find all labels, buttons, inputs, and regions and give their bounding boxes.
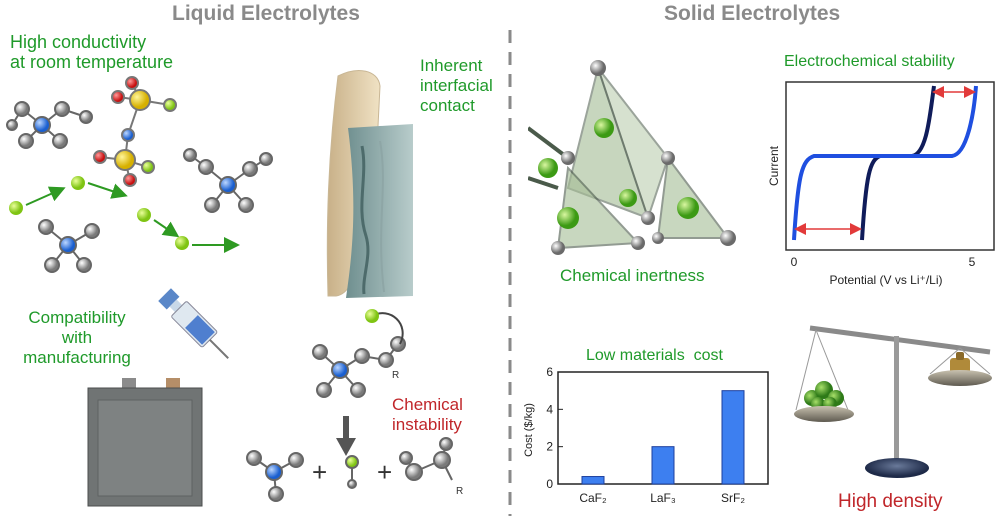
interface-illustration	[326, 70, 413, 298]
weight-icon	[950, 352, 970, 374]
stability-plot-frame	[785, 81, 995, 251]
instability-line-2: instability	[392, 415, 462, 434]
high-density-label: High density	[838, 491, 943, 512]
interfacial-line-1: Inherent	[420, 56, 483, 75]
section-divider	[508, 30, 512, 516]
anion-molecule	[93, 76, 177, 187]
cost-bar	[721, 390, 745, 485]
syringe-icon	[158, 288, 229, 359]
compat-line-3: manufacturing	[23, 348, 131, 367]
cost-category-label: SrF₂	[721, 491, 745, 505]
plus-sign-1: +	[312, 457, 328, 487]
cation-molecule-2	[183, 148, 273, 213]
liquid-molecules-illustration	[6, 76, 273, 273]
chemical-instability-label: Chemical instability	[392, 395, 463, 435]
cost-bar	[581, 476, 605, 485]
stability-xlabel: Potential (V vs Li⁺/Li)	[829, 273, 942, 287]
cost-ytick-label: 2	[546, 440, 553, 454]
interfacial-line-3: contact	[420, 96, 475, 115]
cost-ytick-label: 0	[546, 477, 553, 491]
interfacial-contact-label: Inherent interfacial contact	[420, 56, 493, 116]
cost-ytick-label: 4	[546, 402, 553, 416]
pouch-cell-illustration	[87, 378, 203, 507]
electrochemical-stability-label: Electrochemical stability	[784, 53, 955, 70]
liquid-electrolytes-header: Liquid Electrolytes	[172, 2, 360, 25]
instability-line-1: Chemical	[392, 395, 463, 414]
conductivity-label: High conductivity at room temperature	[10, 32, 173, 72]
compatibility-label: Compatibility with manufacturing	[18, 308, 136, 368]
cost-ytick-label: 6	[546, 365, 553, 379]
stability-ylabel: Current	[767, 145, 781, 186]
plus-sign-2: +	[377, 457, 393, 487]
cost-ylabel: Cost ($/kg)	[523, 403, 535, 457]
crystal-structure-illustration	[528, 60, 736, 255]
solid-electrolytes-header: Solid Electrolytes	[664, 2, 841, 25]
cost-category-label: LaF₃	[650, 491, 676, 505]
degradation-reaction-illustration	[246, 309, 453, 502]
cost-category-label: CaF₂	[579, 491, 607, 505]
conductivity-line-1: High conductivity	[10, 32, 147, 52]
compat-line-1: Compatibility	[28, 308, 126, 327]
cost-chart-title: Low materials cost	[586, 347, 723, 364]
interfacial-line-2: interfacial	[420, 76, 493, 95]
li-ion-path	[9, 176, 240, 253]
conductivity-line-2: at room temperature	[10, 52, 174, 72]
compat-line-2: with	[61, 328, 93, 347]
chemical-inertness-label: Chemical inertness	[560, 266, 705, 285]
cation-molecule-1	[6, 101, 93, 149]
balance-scale-illustration	[794, 325, 992, 478]
blue-curve	[792, 85, 978, 241]
reaction-r-label-top: R	[392, 370, 400, 381]
cation-molecule-3	[38, 219, 100, 273]
stability-plot: 0 5 Potential (V vs Li⁺/Li) Current	[767, 81, 995, 287]
reaction-r-label-bottom: R	[456, 486, 464, 497]
stability-xtick-5: 5	[969, 255, 976, 269]
cost-bar	[651, 446, 675, 485]
stability-xtick-0: 0	[791, 255, 798, 269]
